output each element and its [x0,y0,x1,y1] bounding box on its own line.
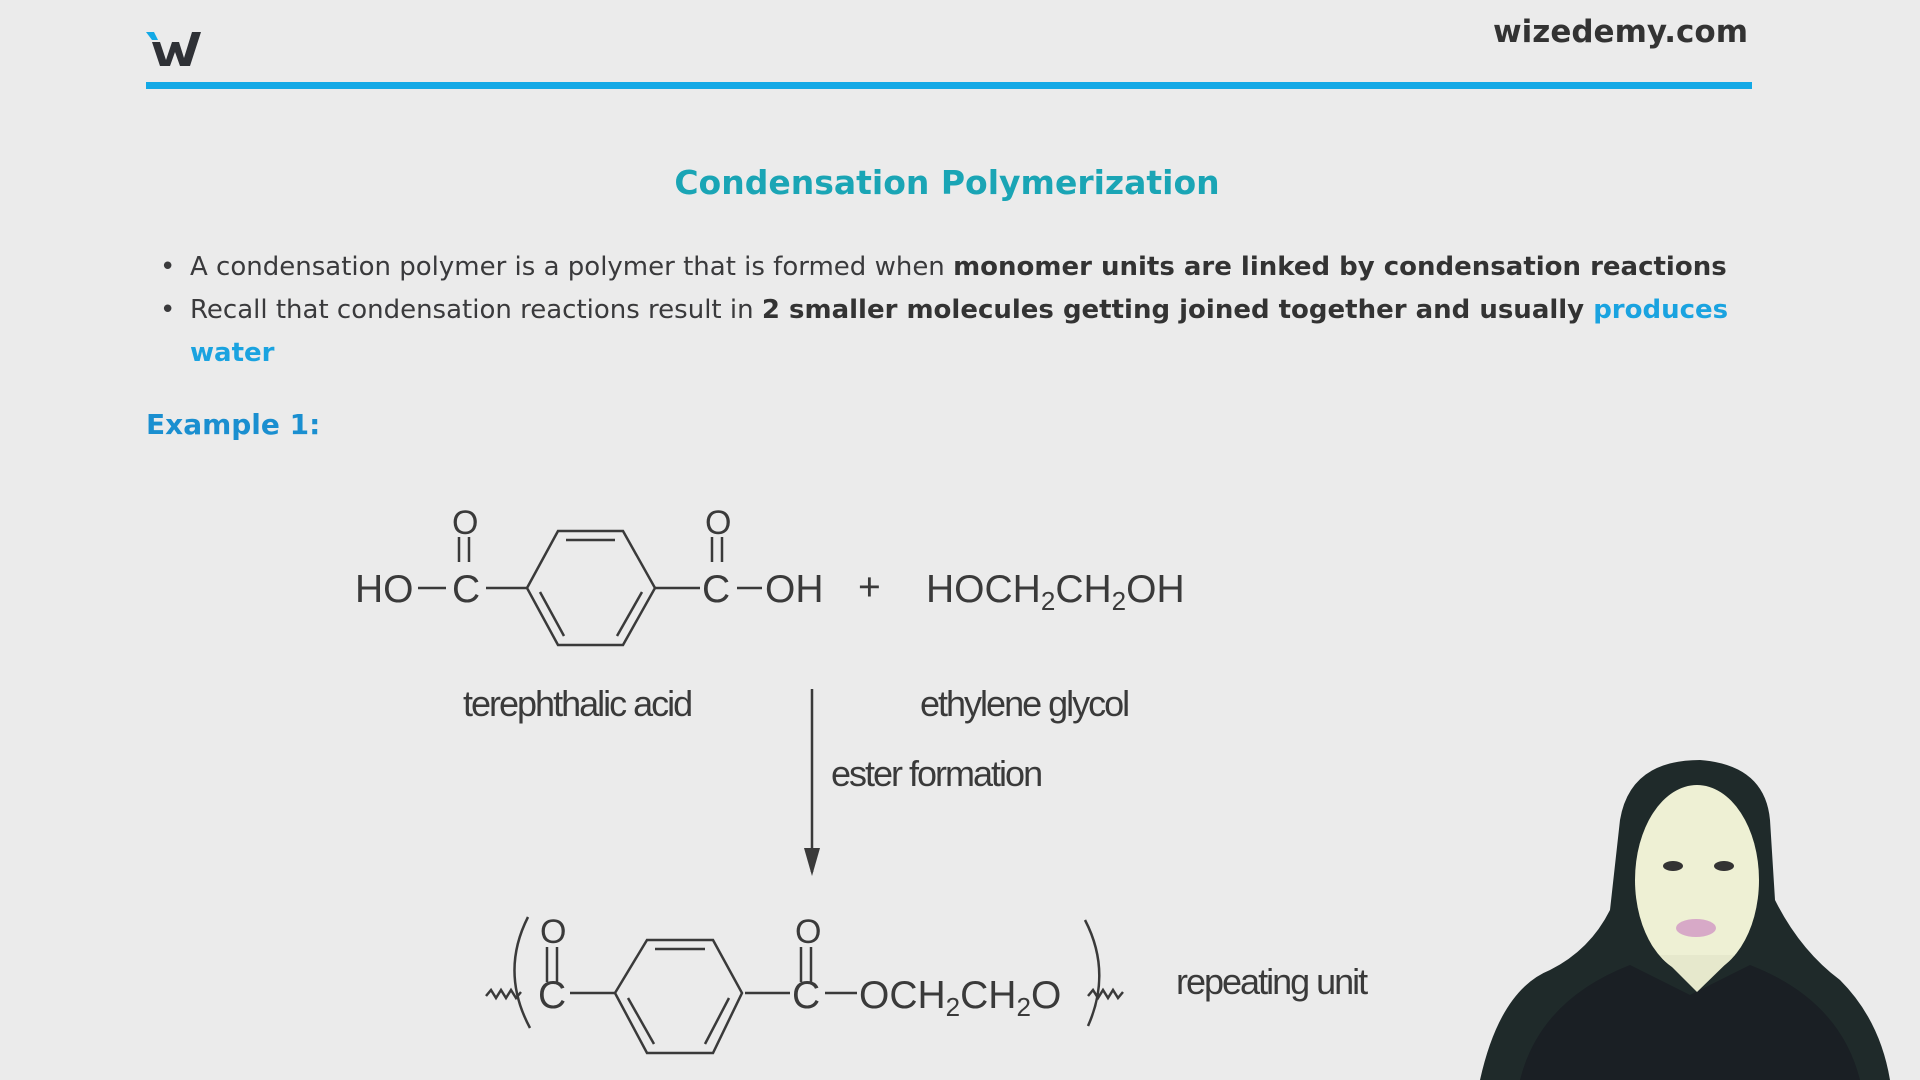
product-o-right: O [795,913,821,951]
presenter-eye [1663,861,1683,871]
presenter-eye [1714,861,1734,871]
glycol-label: ethylene glycol [920,683,1128,724]
acid-label: terephthalic acid [463,683,691,724]
wizedemy-logo [146,32,201,66]
plus-sign: + [858,566,881,609]
product-formula: OCH2CH2O [859,974,1061,1022]
arrow-head-icon [804,848,820,876]
bullet-item: Recall that condensation reactions resul… [160,289,1740,375]
repeat-label: repeating unit [1176,961,1368,1002]
presenter-hoodie [1520,965,1860,1080]
bullet-item: A condensation polymer is a polymer that… [160,246,1740,289]
page-title: Condensation Polymerization [674,163,1220,202]
arrow-label: ester formation [831,753,1041,794]
acid-oh: OH [765,568,824,611]
glycol-formula: HOCH2CH2OH [926,568,1185,616]
bonds [418,529,1124,1055]
product-o-left: O [540,913,566,951]
product-c-left: C [538,974,566,1017]
presenter-lips [1676,919,1716,937]
presenter-face [1635,785,1759,975]
acid-c-right: C [702,568,730,611]
bullet-list: A condensation polymer is a polymer that… [160,246,1740,375]
site-name[interactable]: wizedemy.com [1493,14,1748,50]
product-c-right: C [792,974,820,1017]
acid-o-right: O [705,504,731,542]
presenter-webcam [1480,760,1890,1080]
header-divider [146,82,1752,89]
presenter-neck [1660,955,1735,992]
acid-o-left: O [452,504,478,542]
acid-ho: HO [355,568,414,611]
example-label: Example 1: [146,408,321,441]
acid-c-left: C [452,568,480,611]
